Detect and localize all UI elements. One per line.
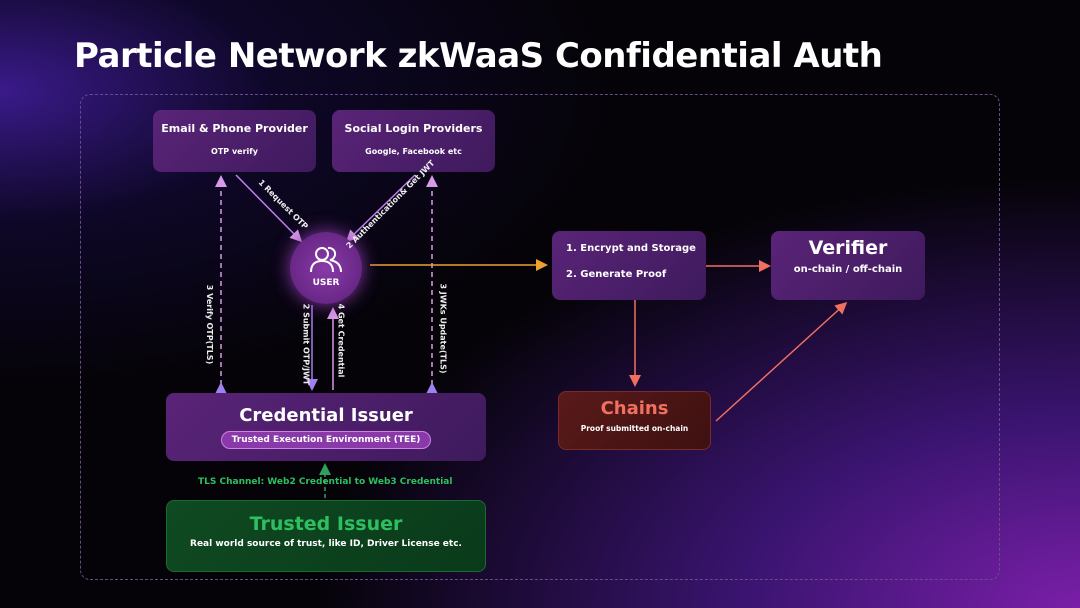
label-get-credential: 4 Get Credential	[336, 303, 346, 378]
verifier-box: Verifier on-chain / off-chain	[771, 231, 925, 300]
user-node: USER	[290, 232, 362, 304]
email-provider-sub: OTP verify	[211, 147, 258, 156]
arrow-chains-verifier	[715, 301, 848, 422]
label-submit: 2 Submit OTP/JWT	[301, 303, 311, 386]
chains-box: Chains Proof submitted on-chain	[558, 391, 711, 450]
verifier-sub: on-chain / off-chain	[793, 264, 903, 275]
trusted-issuer-box: Trusted Issuer Real world source of trus…	[166, 500, 486, 572]
social-provider-box: Social Login Providers Google, Facebook …	[332, 110, 495, 172]
tee-badge: Trusted Execution Environment (TEE)	[220, 431, 432, 449]
user-label: USER	[312, 278, 340, 288]
arrow-auth-jwt	[345, 174, 416, 243]
chains-title: Chains	[600, 398, 669, 419]
page-title: Particle Network zkWaaS Confidential Aut…	[74, 36, 883, 76]
social-provider-title: Social Login Providers	[344, 122, 483, 135]
credential-issuer-box: Credential Issuer Trusted Execution Envi…	[166, 393, 486, 461]
trusted-issuer-sub: Real world source of trust, like ID, Dri…	[190, 539, 462, 549]
label-verify-otp: 3 Verify OTP(TLS)	[205, 284, 215, 365]
credential-issuer-title: Credential Issuer	[239, 405, 413, 426]
process-box: 1. Encrypt and Storage 2. Generate Proof	[552, 231, 706, 300]
chains-sub: Proof submitted on-chain	[580, 424, 689, 433]
arrow-request-otp	[235, 174, 303, 243]
social-provider-sub: Google, Facebook etc	[365, 147, 462, 156]
diagram-frame	[80, 94, 1000, 580]
label-tls-channel: TLS Channel: Web2 Credential to Web3 Cre…	[198, 477, 453, 487]
trusted-issuer-title: Trusted Issuer	[249, 513, 403, 535]
process-step-2: 2. Generate Proof	[566, 269, 667, 280]
process-step-1: 1. Encrypt and Storage	[566, 243, 696, 254]
label-jwks: 3 JWKs Update(TLS)	[438, 283, 448, 374]
users-icon	[310, 246, 342, 273]
email-provider-title: Email & Phone Provider	[161, 122, 308, 135]
email-provider-box: Email & Phone Provider OTP verify	[153, 110, 316, 172]
verifier-title: Verifier	[808, 237, 888, 259]
